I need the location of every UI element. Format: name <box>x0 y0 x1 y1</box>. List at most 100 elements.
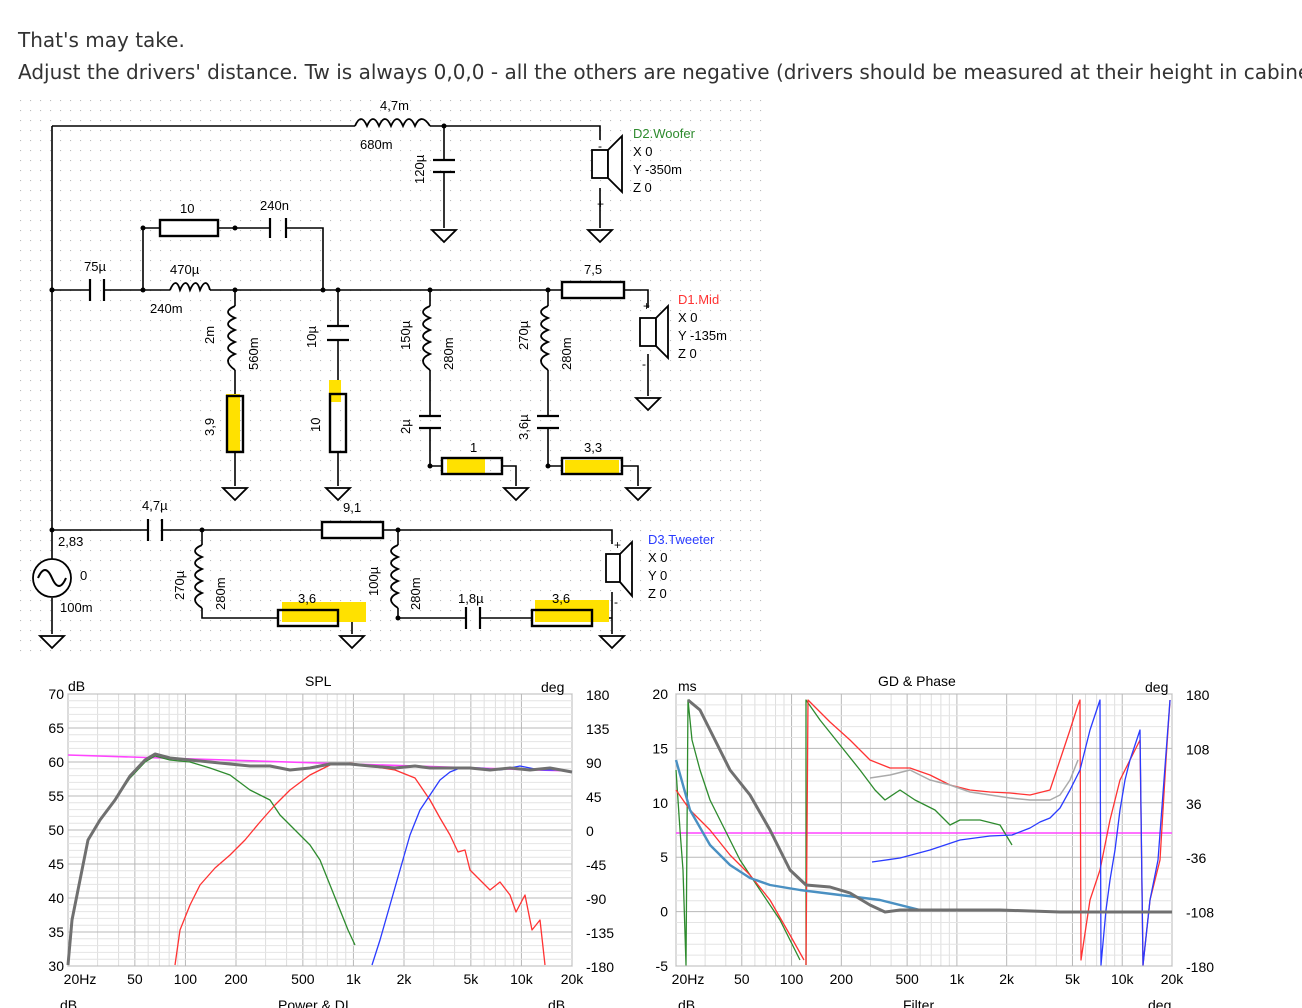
spl-x-tick: 20k <box>561 971 585 987</box>
svg-text:280m: 280m <box>213 577 228 610</box>
svg-text:100µ: 100µ <box>366 566 381 596</box>
gd-bottom-left: dB <box>678 997 695 1008</box>
gd-x-tick: 20Hz <box>672 971 705 987</box>
post-line-1: That's may take. <box>18 28 185 52</box>
spl-x-tick: 1k <box>346 971 362 987</box>
resistor-7-5 <box>560 280 626 300</box>
spl-y-tick: 65 <box>48 720 64 736</box>
spl-phase-tick: 135 <box>586 721 610 737</box>
polarity-marks: +- +- +- <box>597 139 650 609</box>
svg-text:10: 10 <box>308 418 323 432</box>
svg-text:280m: 280m <box>441 337 456 370</box>
svg-text:75µ: 75µ <box>84 259 106 274</box>
spl-phase-tick: -45 <box>586 857 606 873</box>
spl-x-tick: 100 <box>174 971 198 987</box>
gd-bottom-right: deg <box>1148 997 1171 1008</box>
spl-phase-tick: 0 <box>586 823 594 839</box>
svg-text:-: - <box>642 357 646 371</box>
woofer-speaker-icon <box>591 133 623 195</box>
spl-y-tick: 35 <box>48 924 64 940</box>
inductors <box>169 118 551 609</box>
resistor-9-1 <box>320 520 385 540</box>
svg-text:270µ: 270µ <box>172 570 187 600</box>
resistor-10b <box>328 392 348 454</box>
resistor-3-3 <box>560 456 624 476</box>
gd-phase-tick: -36 <box>1186 850 1206 866</box>
gd-x-tick: 200 <box>830 971 854 987</box>
gd-x-tick: 50 <box>734 971 750 987</box>
svg-text:3,6: 3,6 <box>298 591 316 606</box>
gd-y-tick: 0 <box>660 904 668 920</box>
svg-text:120µ: 120µ <box>412 154 427 184</box>
svg-text:Z 0: Z 0 <box>678 346 697 361</box>
spl-phase-tick: 90 <box>586 755 602 771</box>
gd-y-tick: -5 <box>656 958 669 974</box>
svg-text:X 0: X 0 <box>678 310 698 325</box>
spl-sum-curve <box>66 752 573 966</box>
gd-sum-phase <box>869 759 1079 801</box>
spl-bottom-left: dB <box>60 997 77 1008</box>
spl-title: SPL <box>305 673 332 689</box>
spl-y-tick: 30 <box>48 958 64 974</box>
svg-text:2µ: 2µ <box>398 419 413 434</box>
gd-x-tick: 20k <box>1161 971 1185 987</box>
gd-y-tick: 20 <box>652 686 668 702</box>
post-line-2: Adjust the drivers' distance. Tw is alwa… <box>18 60 1302 84</box>
gd-y-tick: 5 <box>660 849 668 865</box>
svg-text:240n: 240n <box>260 198 289 213</box>
mid-name: D1.Mid <box>678 292 719 307</box>
svg-text:+: + <box>643 299 650 313</box>
spl-phase-tick: 180 <box>586 687 610 703</box>
tweeter-name: D3.Tweeter <box>648 532 715 547</box>
resistor-10 <box>158 218 220 238</box>
spl-y-tick: 70 <box>48 686 64 702</box>
spl-bottom-right: dB <box>548 997 565 1008</box>
gd-phase-tick: 108 <box>1186 741 1210 757</box>
gd-phase-tick: -108 <box>1186 905 1214 921</box>
svg-text:-: - <box>614 595 618 609</box>
spl-y-tick: 40 <box>48 890 64 906</box>
svg-text:4,7m: 4,7m <box>380 98 409 113</box>
spl-tweeter-curve <box>371 765 573 966</box>
svg-text:Y 0: Y 0 <box>648 568 667 583</box>
gd-x-tick: 5k <box>1065 971 1081 987</box>
gd-phase-tick: 180 <box>1186 687 1210 703</box>
svg-text:10: 10 <box>180 201 194 216</box>
resistor-1 <box>440 456 504 476</box>
gd-mid-gd <box>675 789 805 961</box>
spl-phase-tick: -90 <box>586 891 606 907</box>
junction-dots <box>49 123 551 621</box>
highlight-marks <box>226 380 619 622</box>
svg-text:3,9: 3,9 <box>202 418 217 436</box>
capacitors <box>88 158 559 629</box>
gd-phase-chart: GD & Phase ms deg Filter dB deg 20151050… <box>652 673 1214 1008</box>
spl-bottom-label: Power & DI <box>278 997 349 1008</box>
gd-woofer-gd <box>675 699 801 966</box>
svg-text:0: 0 <box>80 568 87 583</box>
resistor-3-6b <box>530 608 594 628</box>
spl-phase-tick: 45 <box>586 789 602 805</box>
woofer-name: D2.Woofer <box>633 126 696 141</box>
spl-y-tick: 45 <box>48 856 64 872</box>
svg-text:Z 0: Z 0 <box>648 586 667 601</box>
ground-symbols <box>37 229 663 650</box>
gd-title: GD & Phase <box>878 673 956 689</box>
svg-text:680m: 680m <box>360 137 393 152</box>
svg-text:560m: 560m <box>246 337 261 370</box>
spl-x-tick: 20Hz <box>64 971 97 987</box>
svg-text:4,7µ: 4,7µ <box>142 498 168 513</box>
gd-phase-tick: 36 <box>1186 796 1202 812</box>
spl-unit-left: dB <box>68 678 85 694</box>
gd-x-tick: 1k <box>949 971 965 987</box>
gd-curves <box>674 698 1172 966</box>
gd-phase-tick: -180 <box>1186 959 1214 975</box>
spl-y-tick: 55 <box>48 788 64 804</box>
gd-x-tick: 2k <box>999 971 1015 987</box>
gd-y-tick: 15 <box>652 740 668 756</box>
spl-phase-tick: -135 <box>586 925 614 941</box>
tweeter-speaker-icon <box>605 539 633 599</box>
svg-text:+: + <box>614 538 621 552</box>
spl-x-tick: 2k <box>397 971 413 987</box>
spl-x-tick: 5k <box>463 971 479 987</box>
svg-text:Y -350m: Y -350m <box>633 162 682 177</box>
